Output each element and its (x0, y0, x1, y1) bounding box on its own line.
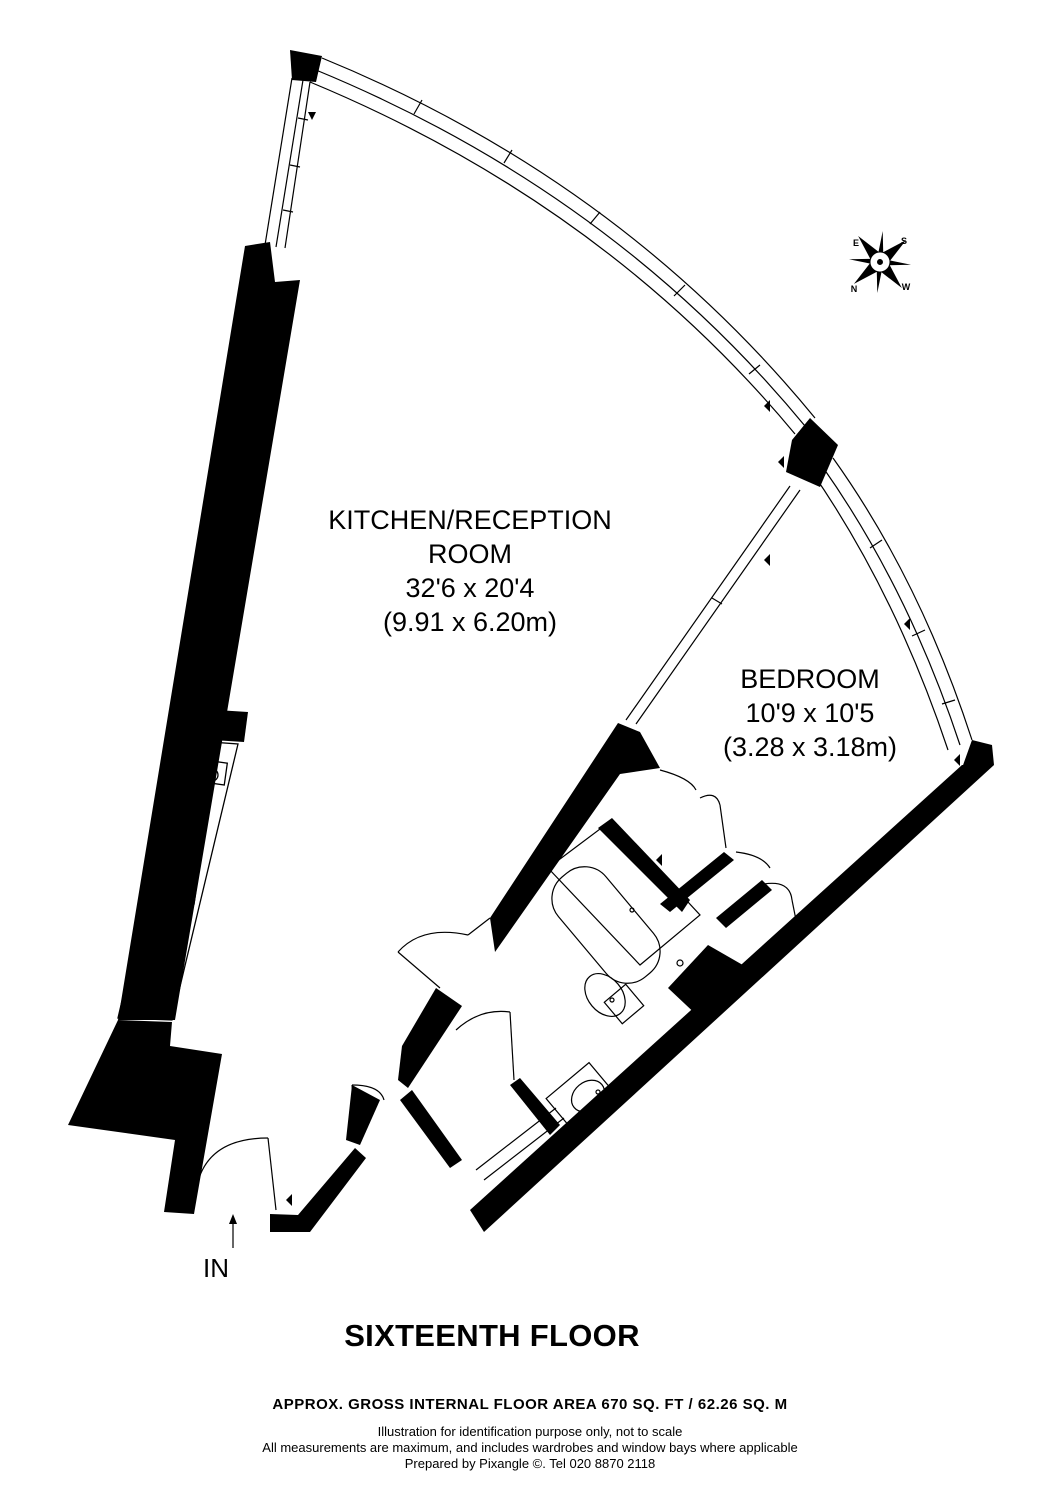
doors (195, 769, 797, 1248)
compass-east: E (853, 238, 859, 248)
toilet-icon (584, 973, 626, 1017)
bathroom-fixtures (475, 819, 701, 1181)
kitchen-metric: (9.91 x 6.20m) (382, 607, 558, 637)
disclaimer-note: Illustration for identification purpose … (377, 1424, 683, 1439)
curved-window-bay (264, 57, 816, 435)
floor-area-line: APPROX. GROSS INTERNAL FLOOR AREA 670 SQ… (272, 1396, 788, 1413)
floor-title: SIXTEENTH FLOOR (344, 1318, 640, 1353)
bedroom-metric: (3.28 x 3.18m) (722, 732, 898, 762)
hob-ring-icon (205, 768, 219, 782)
kitchen-reception-label: KITCHEN/RECEPTION ROOM 32'6 x 20'4 (9.91… (290, 503, 650, 639)
compass-rose-icon: N S E W (849, 231, 911, 294)
compass-south: S (901, 236, 907, 246)
bedroom-window-bay (811, 457, 973, 751)
wall-markers (229, 112, 960, 1224)
bathtub-icon (551, 866, 661, 984)
partition-screen (625, 485, 801, 725)
kitchen-sink-icon (147, 898, 189, 940)
entrance-label: IN (203, 1253, 229, 1283)
bedroom-label: BEDROOM 10'9 x 10'5 (3.28 x 3.18m) (700, 662, 920, 764)
hob-ring-icon (185, 765, 199, 779)
kitchen-name-line1: KITCHEN/RECEPTION (328, 505, 612, 535)
bedroom-name: BEDROOM (740, 664, 880, 694)
bedroom-imperial: 10'9 x 10'5 (745, 698, 875, 728)
kitchen-name-line2: ROOM (428, 539, 512, 569)
measurement-note: All measurements are maximum, and includ… (262, 1440, 798, 1455)
washbasin-icon (570, 1079, 606, 1113)
compass-north: N (851, 284, 858, 294)
walls (68, 50, 994, 1232)
credit-note: Prepared by Pixangle ©. Tel 020 8870 211… (404, 1456, 656, 1471)
kitchen-imperial: 32'6 x 20'4 (405, 573, 535, 603)
kitchen-worktop (117, 739, 239, 1021)
compass-west: W (902, 282, 911, 292)
